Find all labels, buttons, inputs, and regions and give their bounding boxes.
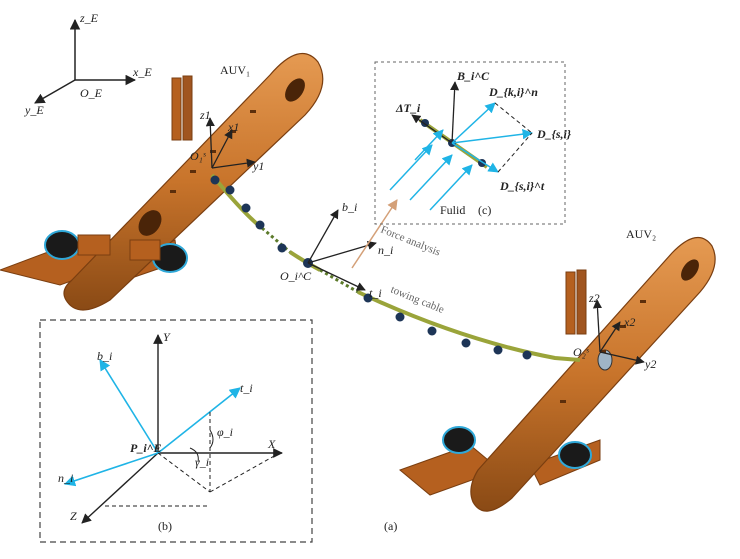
auv2-z-label: z2 xyxy=(588,291,600,305)
node-b-label: b_i xyxy=(342,200,357,214)
auv1-z-label: z1 xyxy=(199,108,211,122)
panel-c: B_i^C ΔT_i D_{k,i}^n D_{s,i} D_{s,i}^t F… xyxy=(374,61,572,225)
auv1-x-label: x1 xyxy=(227,120,239,134)
global-x-label: x_E xyxy=(132,65,152,79)
panel-c-B-label: B_i^C xyxy=(456,69,490,83)
node-origin-label: O_i^C xyxy=(280,269,312,283)
panel-b-phi-label: φ_i xyxy=(217,425,233,439)
auv2-frame: AUV₂ z2 x2 y2 O₂ˢ xyxy=(573,227,656,371)
panel-b: Y X Z P_i^E b_i t_i n_i φ_i γ_i (b) xyxy=(39,319,313,543)
global-frame: z_E x_E y_E O_E xyxy=(24,11,152,117)
panel-b-caption: (b) xyxy=(158,519,172,533)
panel-b-gamma-label: γ_i xyxy=(195,455,209,469)
auv2-origin-label: O₂ˢ xyxy=(573,345,589,359)
panel-b-P-label: P_i^E xyxy=(130,441,162,455)
panel-b-b-label: b_i xyxy=(97,349,112,363)
panel-c-caption: (c) xyxy=(478,203,491,217)
panel-b-X-label: X xyxy=(267,437,276,451)
node-n-label: n_i xyxy=(378,243,393,257)
panel-c-border xyxy=(374,61,566,225)
towing-cable xyxy=(210,173,581,362)
auv1-origin-label: O₁ˢ xyxy=(190,149,206,163)
panel-c-fluid-label: Fulid xyxy=(440,203,465,217)
auv1-vehicle xyxy=(0,53,324,311)
auv2-x-label: x2 xyxy=(623,315,635,329)
panel-b-Z-label: Z xyxy=(70,509,77,523)
panel-b-border xyxy=(39,319,313,543)
auv1-frame: AUV₁ z1 x1 y1 O₁ˢ xyxy=(190,63,264,173)
panel-c-Ds-label: D_{s,i} xyxy=(536,127,572,141)
panel-a-caption: (a) xyxy=(384,519,397,533)
auv2-name: AUV₂ xyxy=(626,227,656,241)
panel-b-t-label: t_i xyxy=(240,381,253,395)
node-t-label: t_i xyxy=(369,286,382,300)
panel-c-Dt-label: D_{s,i}^t xyxy=(499,179,545,193)
panel-b-Y-label: Y xyxy=(163,330,171,344)
global-y-label: y_E xyxy=(24,103,44,117)
panel-c-Dn-label: D_{k,i}^n xyxy=(488,85,538,99)
auv2-y-label: y2 xyxy=(644,357,656,371)
panel-c-dT-label: ΔT_i xyxy=(395,101,421,115)
auv1-y-label: y1 xyxy=(252,159,264,173)
auv1-name: AUV₁ xyxy=(220,63,250,77)
auv2-vehicle xyxy=(399,237,716,512)
node-frame: b_i n_i t_i O_i^C Force analysis towing … xyxy=(280,199,446,316)
panel-b-n-label: n_i xyxy=(58,471,73,485)
global-origin-label: O_E xyxy=(80,86,103,100)
global-z-label: z_E xyxy=(79,11,99,25)
